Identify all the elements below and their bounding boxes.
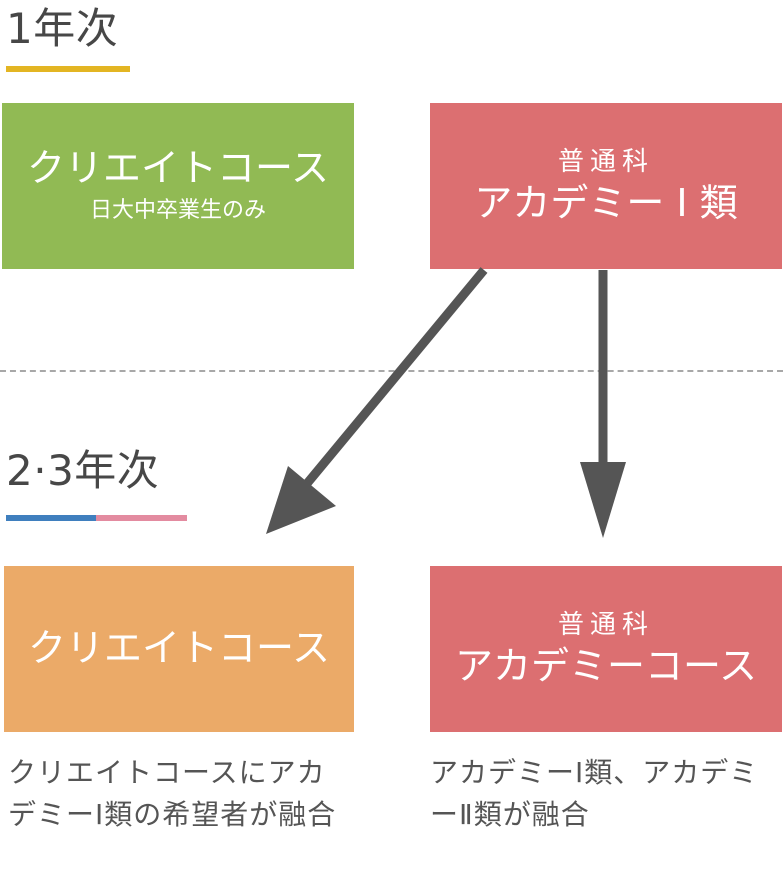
- heading-first-year-underline: [6, 66, 130, 72]
- second-year-academy-course-box: 普通科 アカデミーコース: [430, 566, 782, 732]
- first-year-create-course-subtitle: 日大中卒業生のみ: [89, 197, 266, 223]
- heading-second-third-year: 2·3年次: [6, 446, 160, 495]
- second-year-academy-course-label: 普通科: [557, 609, 654, 640]
- arrow-to-create-course: [266, 267, 488, 534]
- arrow-head-diagonal: [266, 466, 336, 534]
- year-divider: [0, 370, 783, 372]
- first-year-academy-i-label: 普通科: [557, 146, 654, 177]
- first-year-academy-i-title: アカデミー Ⅰ 類: [474, 180, 738, 225]
- first-year-create-course-title: クリエイトコース: [26, 145, 330, 190]
- second-year-create-course-box: クリエイトコース: [4, 566, 354, 732]
- academy-course-description: アカデミーⅠ類、アカデミーⅡ類が融合: [430, 756, 759, 831]
- arrow-head-vertical: [580, 462, 626, 538]
- arrow-line-diagonal: [296, 267, 488, 495]
- second-year-academy-course-title: アカデミーコース: [454, 643, 758, 688]
- arrow-to-academy-course: [580, 270, 626, 538]
- create-course-description: クリエイトコースにアカデミーⅠ類の希望者が融合: [8, 756, 337, 831]
- heading-second-third-year-underline-blue: [6, 515, 96, 521]
- heading-first-year: 1年次: [6, 4, 119, 53]
- heading-second-third-year-underline-pink: [96, 515, 187, 521]
- second-year-create-course-title: クリエイトコース: [27, 626, 331, 671]
- first-year-create-course-box: クリエイトコース 日大中卒業生のみ: [2, 103, 354, 269]
- first-year-academy-i-box: 普通科 アカデミー Ⅰ 類: [430, 103, 782, 269]
